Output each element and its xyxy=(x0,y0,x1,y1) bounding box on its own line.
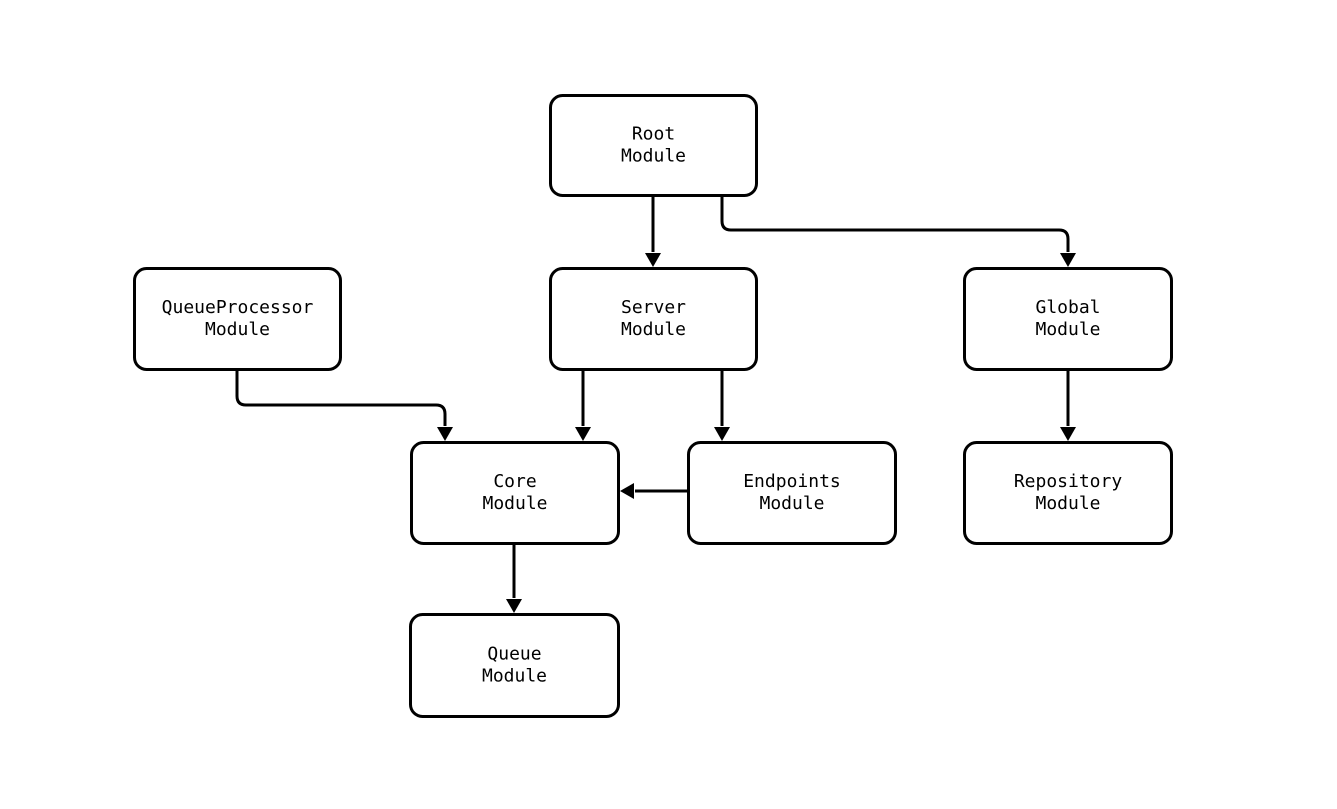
edge-global-to-repository xyxy=(1060,371,1076,441)
core-module-node-frame xyxy=(410,441,620,545)
root-module-node-label-line2: Module xyxy=(621,146,686,167)
core-module-node-label-line1: Core xyxy=(493,471,536,492)
core-module-node-label-line2: Module xyxy=(482,493,547,514)
edge-queueprocessor-to-core-line xyxy=(235,371,447,426)
edge-server-to-core xyxy=(575,371,591,441)
server-module-node-label-line2: Module xyxy=(621,319,686,340)
edge-root-to-server xyxy=(645,197,661,267)
global-module-node-label-line2: Module xyxy=(1035,319,1100,340)
queueprocessor-module-node-label-line2: Module xyxy=(205,319,270,340)
repository-module-node-label-line2: Module xyxy=(1035,493,1100,514)
queueprocessor-module-node-label-line1: QueueProcessor xyxy=(162,297,314,318)
edge-endpoints-to-core-arrowhead-icon xyxy=(620,483,634,499)
edge-root-to-server-arrowhead-icon xyxy=(645,253,661,267)
root-module-node-label-line1: Root xyxy=(632,124,675,145)
queue-module-node-frame xyxy=(409,613,620,718)
edge-root-to-global-line xyxy=(720,197,1070,252)
edge-server-to-core-arrowhead-icon xyxy=(575,427,591,441)
edge-root-to-global-arrowhead-icon xyxy=(1060,253,1076,267)
global-module-node-label-line1: Global xyxy=(1035,297,1100,318)
edges-layer xyxy=(235,197,1076,613)
queue-module-node-label-line2: Module xyxy=(482,666,547,687)
endpoints-module-node-label-line1: Endpoints xyxy=(743,471,841,492)
server-module-node-frame xyxy=(549,267,758,371)
edge-core-to-queue xyxy=(506,545,522,613)
endpoints-module-node-frame xyxy=(687,441,897,545)
edge-root-to-global xyxy=(720,197,1076,267)
endpoints-module-node-label-line2: Module xyxy=(759,493,824,514)
queueprocessor-module-node-frame xyxy=(133,267,342,371)
edge-server-to-endpoints-arrowhead-icon xyxy=(714,427,730,441)
global-module-node-frame xyxy=(963,267,1173,371)
nodes-layer: RootModuleQueueProcessorModuleServerModu… xyxy=(133,94,1173,718)
edge-core-to-queue-arrowhead-icon xyxy=(506,599,522,613)
repository-module-node-frame xyxy=(963,441,1173,545)
repository-module-node-label-line1: Repository xyxy=(1014,471,1123,492)
server-module-node-label-line1: Server xyxy=(621,297,686,318)
edge-global-to-repository-arrowhead-icon xyxy=(1060,427,1076,441)
queue-module-node-label-line1: Queue xyxy=(487,644,541,665)
edge-endpoints-to-core xyxy=(620,483,687,499)
edge-queueprocessor-to-core-arrowhead-icon xyxy=(437,427,453,441)
edge-queueprocessor-to-core xyxy=(235,371,453,441)
root-module-node-frame xyxy=(549,94,758,197)
edge-server-to-endpoints xyxy=(714,371,730,441)
